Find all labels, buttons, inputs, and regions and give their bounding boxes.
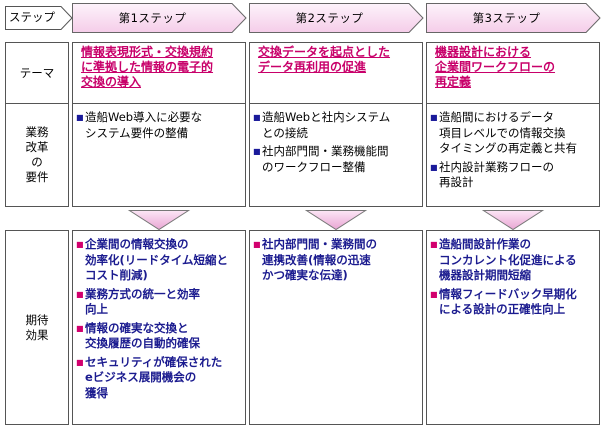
requirement-text: 造船Webと社内システム との接続 [262, 110, 391, 140]
down-arrow-2 [304, 210, 368, 231]
row-label-requirements-text: 業務 改革 の 要件 [25, 125, 49, 184]
requirement-text: 社内部門間・業務機能間 のワークフロー整備 [262, 144, 389, 174]
effects-box-2: ■社内部門間・業務間の 連携改善(情報の迅速 かつ確実な伝達) [249, 230, 423, 425]
effect-text: 社内部門間・業務間の 連携改善(情報の迅速 かつ確実な伝達) [262, 237, 377, 282]
effect-item: ■業務方式の統一と効率 向上 [76, 287, 242, 318]
phase-label-2: 第2ステップ [295, 11, 364, 25]
bullet-icon: ■ [76, 240, 84, 249]
bullet-icon: ■ [253, 113, 261, 122]
requirement-text: 社内設計業務フローの 再設計 [439, 159, 554, 190]
bullet-icon: ■ [253, 147, 261, 156]
effect-text: 造船間設計作業の コンカレント化促進による 機器設計期間短縮 [439, 237, 577, 282]
effect-item: ■造船間設計作業の コンカレント化促進による 機器設計期間短縮 [430, 237, 596, 284]
requirement-item: ■社内設計業務フローの 再設計 [430, 160, 596, 191]
row-label-effects: 期待 効果 [5, 230, 69, 425]
effect-text: 企業間の情報交換の 効率化(リードタイム短縮と コスト削減) [85, 237, 229, 282]
effect-text: 情報フィードバック早期化 による設計の正確性向上 [439, 286, 577, 317]
theme-text-3: 機器設計における 企業間ワークフローの 再定義 [435, 45, 556, 89]
requirements-box-2: ■造船Webと社内システム との接続 ■社内部門間・業務機能間 のワークフロー整… [249, 103, 423, 207]
requirement-text: 造船Web導入に必要な システム要件の整備 [85, 110, 203, 140]
theme-box-3: 機器設計における 企業間ワークフローの 再定義 [426, 42, 600, 104]
row-label-theme-text: テーマ [19, 65, 55, 80]
bullet-icon: ■ [430, 240, 438, 249]
bullet-icon: ■ [76, 323, 84, 333]
bullet-icon: ■ [76, 289, 84, 299]
bullet-icon: ■ [430, 113, 438, 122]
effects-box-3: ■造船間設計作業の コンカレント化促進による 機器設計期間短縮 ■情報フィードバ… [426, 230, 600, 425]
bullet-icon: ■ [430, 162, 438, 172]
effects-box-1: ■企業間の情報交換の 効率化(リードタイム短縮と コスト削減) ■業務方式の統一… [72, 230, 246, 425]
effect-text: セキュリティが確保された eビジネス展開機会の 獲得 [85, 354, 223, 400]
effect-text: 業務方式の統一と効率 向上 [85, 286, 200, 317]
requirement-item: ■造船間におけるデータ 項目レベルでの情報交換 タイミングの再定義と共有 [430, 110, 596, 157]
down-arrow-1 [127, 210, 191, 231]
effect-item: ■セキュリティが確保された eビジネス展開機会の 獲得 [76, 355, 242, 402]
requirement-text: 造船間におけるデータ 項目レベルでの情報交換 タイミングの再定義と共有 [439, 110, 577, 155]
requirements-box-1: ■造船Web導入に必要な システム要件の整備 [72, 103, 246, 207]
requirement-item: ■造船Web導入に必要な システム要件の整備 [76, 110, 242, 141]
theme-box-2: 交換データを起点とした データ再利用の促進 [249, 42, 423, 104]
row-label-theme: テーマ [5, 42, 69, 104]
phase-label-1: 第1ステップ [118, 11, 187, 25]
bullet-icon: ■ [430, 289, 438, 299]
theme-box-1: 情報表現形式・交換規約 に準拠した情報の電子的 交換の導入 [72, 42, 246, 104]
phase-arrow-1: 第1ステップ [72, 3, 247, 33]
theme-text-2: 交換データを起点とした データ再利用の促進 [258, 45, 391, 74]
bullet-icon: ■ [76, 113, 84, 122]
phase-arrow-3: 第3ステップ [426, 3, 601, 33]
row-label-effects-text: 期待 効果 [25, 312, 49, 342]
effect-text: 情報の確実な交換と 交換履歴の自動的確保 [85, 320, 200, 351]
effect-item: ■社内部門間・業務間の 連携改善(情報の迅速 かつ確実な伝達) [253, 237, 419, 284]
phase-arrow-2: 第2ステップ [249, 3, 424, 33]
effect-item: ■企業間の情報交換の 効率化(リードタイム短縮と コスト削減) [76, 237, 242, 284]
down-arrow-3 [481, 210, 545, 231]
requirement-item: ■社内部門間・業務機能間 のワークフロー整備 [253, 144, 419, 175]
requirement-item: ■造船Webと社内システム との接続 [253, 110, 419, 141]
step-label-box [5, 6, 73, 30]
step-label: ステップ [9, 10, 55, 24]
bullet-icon: ■ [253, 240, 261, 249]
row-label-requirements: 業務 改革 の 要件 [5, 103, 69, 207]
bullet-icon: ■ [76, 357, 84, 367]
phase-label-3: 第3ステップ [472, 11, 541, 25]
effect-item: ■情報フィードバック早期化 による設計の正確性向上 [430, 287, 596, 318]
effect-item: ■情報の確実な交換と 交換履歴の自動的確保 [76, 321, 242, 352]
theme-text-1: 情報表現形式・交換規約 に準拠した情報の電子的 交換の導入 [81, 45, 214, 89]
requirements-box-3: ■造船間におけるデータ 項目レベルでの情報交換 タイミングの再定義と共有 ■社内… [426, 103, 600, 207]
